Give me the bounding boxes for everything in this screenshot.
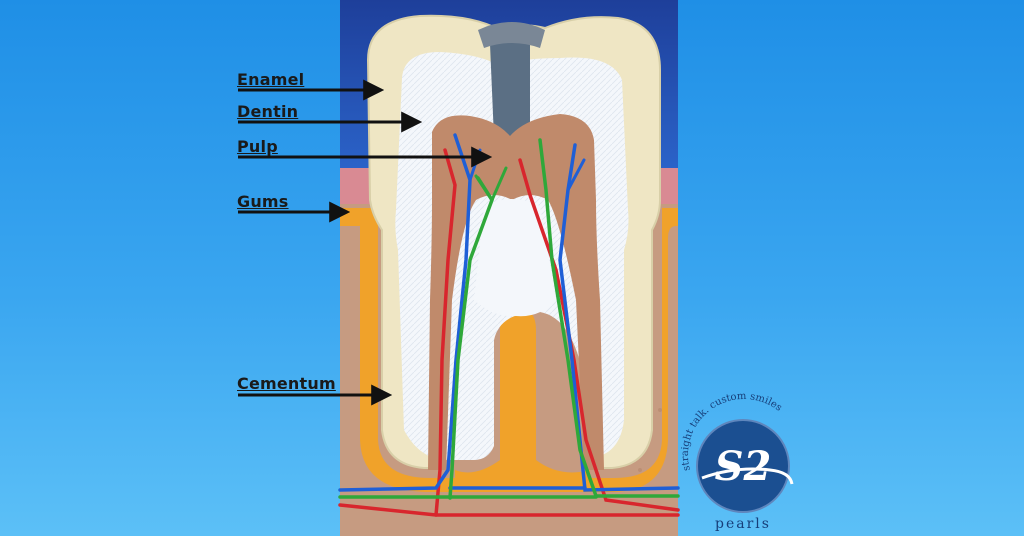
pointer-arrows xyxy=(238,79,493,406)
artery xyxy=(338,503,680,517)
artery xyxy=(434,148,457,517)
label-enamel: Enamel xyxy=(237,70,305,89)
logo-wordmark: pearls xyxy=(715,516,771,532)
gum-band xyxy=(340,208,678,492)
pulp-chamber xyxy=(428,114,604,470)
s2-pearls-logo: S2 straight talk. custom smiles pearls xyxy=(680,391,794,532)
label-dentin: Dentin xyxy=(237,102,299,121)
nerve-branch xyxy=(474,166,508,202)
artery xyxy=(518,158,680,512)
label-gums: Gums xyxy=(237,192,289,211)
decay-spot xyxy=(478,22,545,141)
label-pulp: Pulp xyxy=(237,137,278,156)
logo-monogram: S2 xyxy=(715,443,772,490)
label-cementum: Cementum xyxy=(237,374,336,393)
